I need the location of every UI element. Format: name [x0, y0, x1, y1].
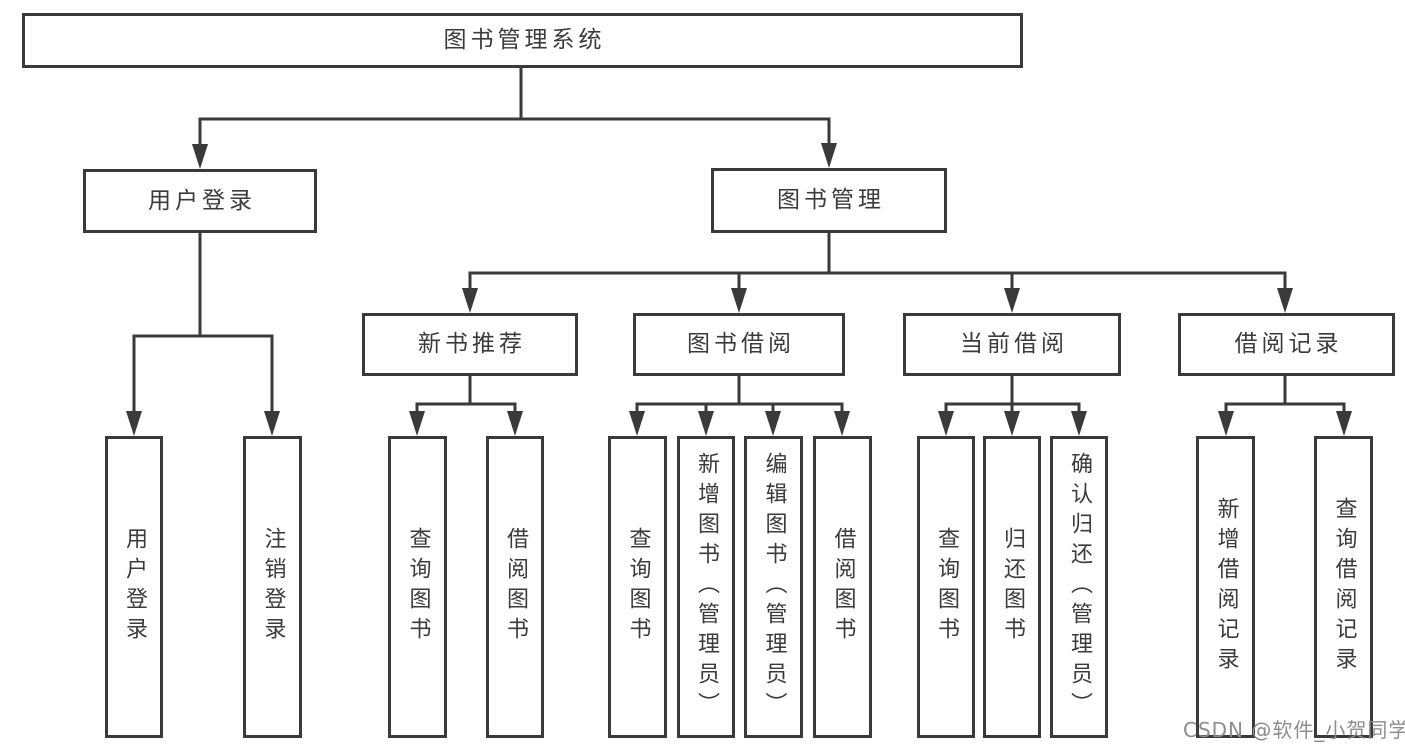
leaf-user-login-label: 用户登录: [122, 527, 147, 647]
node-borrow-record: 借阅记录: [1178, 313, 1395, 376]
leaf-recommend-borrow-book: 借阅图书: [486, 436, 544, 738]
leaf-edit-book-admin: 编辑图书（管理员）: [744, 436, 803, 738]
leaf-add-book-admin-label: 新增图书（管理员）: [694, 452, 719, 722]
node-user-login-label: 用户登录: [148, 187, 256, 214]
leaf-logout: 注销登录: [243, 436, 302, 738]
arrowhead: [1004, 288, 1020, 313]
node-root-label: 图书管理系统: [443, 27, 606, 53]
node-new-book-recommend-label: 新书推荐: [418, 331, 526, 357]
leaf-return-book-label: 归还图书: [1000, 527, 1025, 647]
leaf-borrow-book: 借阅图书: [813, 436, 872, 738]
leaf-confirm-return-admin-label: 确认归还（管理员）: [1067, 452, 1092, 722]
node-book-management-label: 图书管理: [777, 187, 885, 213]
arrowhead: [731, 288, 747, 313]
arrowhead: [1071, 411, 1087, 436]
leaf-add-borrow-record-label: 新增借阅记录: [1213, 497, 1239, 677]
leaf-recommend-borrow-book-label: 借阅图书: [503, 527, 528, 647]
arrowhead: [821, 143, 837, 168]
arrowhead: [834, 411, 850, 436]
leaf-current-query-book: 查询图书: [917, 436, 975, 738]
leaf-borrow-book-label: 借阅图书: [830, 527, 856, 647]
node-user-login: 用户登录: [83, 169, 317, 233]
leaf-query-borrow-record-label: 查询借阅记录: [1331, 497, 1357, 677]
arrowhead: [1336, 411, 1352, 436]
leaf-add-book-admin: 新增图书（管理员）: [677, 436, 735, 738]
arrowhead: [126, 411, 142, 436]
arrowhead: [507, 411, 523, 436]
leaf-confirm-return-admin: 确认归还（管理员）: [1050, 436, 1108, 738]
arrowhead: [1218, 411, 1234, 436]
arrowhead: [1277, 288, 1293, 313]
node-book-management: 图书管理: [711, 168, 947, 233]
connector-path: [132, 68, 1346, 415]
arrowhead: [409, 411, 425, 436]
leaf-borrow-query-book-label: 查询图书: [625, 527, 651, 647]
leaf-logout-label: 注销登录: [260, 527, 286, 647]
leaf-current-query-book-label: 查询图书: [934, 527, 959, 647]
node-book-borrow-label: 图书借阅: [687, 331, 795, 357]
node-current-borrow: 当前借阅: [903, 313, 1121, 376]
arrowhead: [698, 411, 714, 436]
node-borrow-record-label: 借阅记录: [1234, 331, 1343, 357]
leaf-add-borrow-record: 新增借阅记录: [1196, 436, 1255, 738]
node-root: 图书管理系统: [22, 13, 1023, 68]
leaf-recommend-query-book: 查询图书: [388, 436, 447, 738]
node-current-borrow-label: 当前借阅: [960, 331, 1068, 357]
watermark: CSDN @软件_小贺同学: [1183, 718, 1405, 742]
arrowhead: [765, 411, 781, 436]
leaf-query-borrow-record: 查询借阅记录: [1314, 436, 1373, 738]
node-new-book-recommend: 新书推荐: [362, 313, 578, 376]
arrowhead: [1004, 411, 1020, 436]
arrowhead: [629, 411, 645, 436]
arrowhead: [264, 411, 280, 436]
leaf-return-book: 归还图书: [983, 436, 1041, 738]
node-book-borrow: 图书借阅: [633, 313, 845, 376]
leaf-recommend-query-book-label: 查询图书: [405, 527, 431, 647]
leaf-borrow-query-book: 查询图书: [608, 436, 667, 738]
leaf-user-login: 用户登录: [105, 436, 163, 738]
arrowhead: [462, 288, 478, 313]
arrowhead: [192, 144, 208, 169]
arrowhead: [938, 411, 954, 436]
leaf-edit-book-admin-label: 编辑图书（管理员）: [761, 452, 787, 722]
